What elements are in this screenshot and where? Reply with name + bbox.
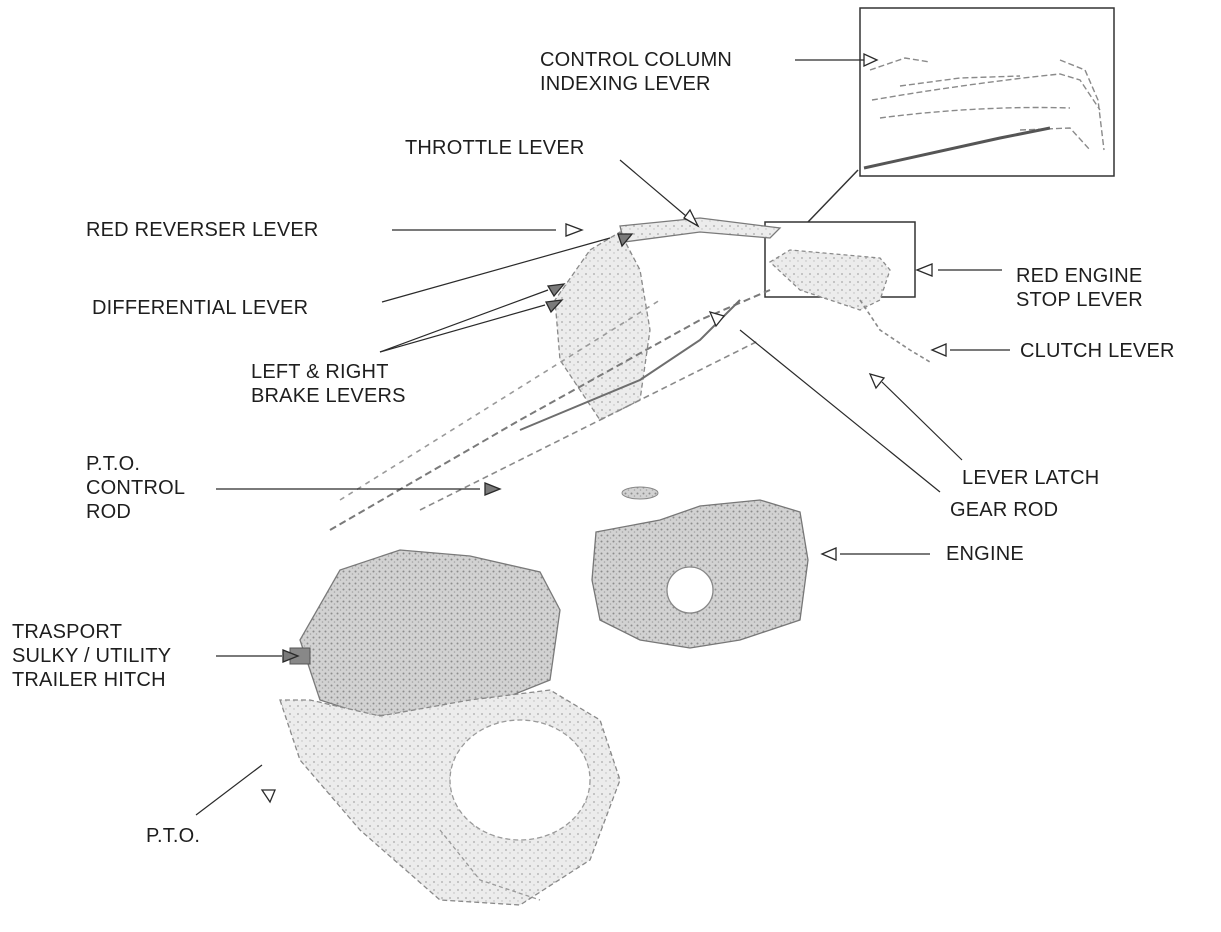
arrow-pto	[262, 790, 275, 802]
label-brake-levers: LEFT & RIGHT BRAKE LEVERS	[251, 360, 406, 408]
arrow-engine-stop	[917, 264, 932, 276]
arrow-gear-rod	[710, 312, 724, 326]
arrow-clutch	[932, 344, 946, 356]
label-pto-control-rod: P.T.O. CONTROL ROD	[86, 452, 185, 524]
label-throttle-lever: THROTTLE LEVER	[405, 136, 585, 160]
arrow-lever-latch	[870, 374, 884, 388]
callout-connector	[808, 170, 858, 222]
label-differential-lever: DIFFERENTIAL LEVER	[92, 296, 308, 320]
label-trailer-hitch: TRASPORT SULKY / UTILITY TRAILER HITCH	[12, 620, 171, 692]
arrow-engine	[822, 548, 836, 560]
label-clutch-lever: CLUTCH LEVER	[1020, 339, 1175, 363]
label-lever-latch: LEVER LATCH	[962, 466, 1099, 490]
label-gear-rod: GEAR ROD	[950, 498, 1058, 522]
arrow-red-reverser	[566, 224, 582, 236]
rear-housing	[300, 550, 560, 716]
tractor-sketch	[280, 218, 930, 905]
label-engine: ENGINE	[946, 542, 1024, 566]
inset-detail-box	[860, 8, 1114, 176]
label-control-column-indexing-lever: CONTROL COLUMN INDEXING LEVER	[540, 48, 732, 96]
label-red-reverser-lever: RED REVERSER LEVER	[86, 218, 319, 242]
label-red-engine-stop-lever: RED ENGINE STOP LEVER	[1016, 264, 1143, 312]
label-pto: P.T.O.	[146, 824, 200, 848]
arrow-pto-rod	[485, 483, 500, 495]
